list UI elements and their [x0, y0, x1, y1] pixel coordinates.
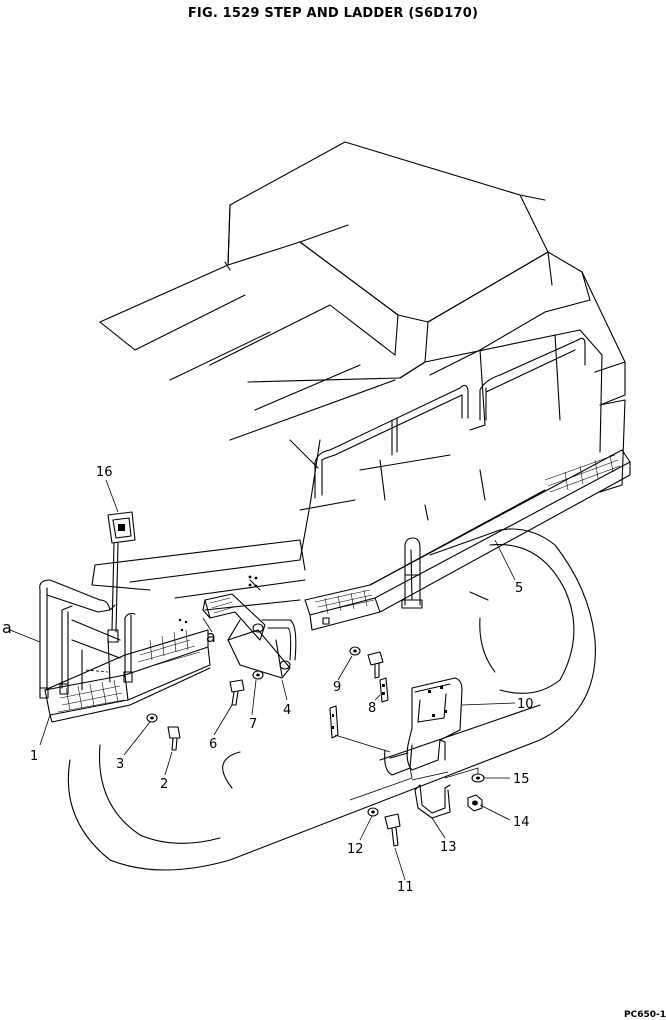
callout-12: 12 [347, 842, 364, 857]
callout-ref-a-right: a [206, 627, 216, 646]
callout-5: 5 [515, 581, 523, 596]
figure-title: FIG. 1529 STEP AND LADDER (S6D170) [187, 6, 479, 21]
callout-3: 3 [116, 757, 124, 772]
callout-1: 1 [30, 749, 38, 764]
part-8-bracket [329, 677, 389, 739]
callout-7: 7 [249, 717, 257, 732]
callout-4: 4 [283, 703, 291, 718]
part-1-left-step-ladder [39, 579, 211, 723]
part-5-right-step-ladder [304, 449, 631, 631]
fasteners [146, 646, 485, 847]
page-reference-code: PC650-1 [624, 1010, 666, 1020]
callout-16: 16 [96, 465, 113, 480]
crawler-track [67, 528, 596, 871]
callout-numbers: 16 a a 1 3 2 6 7 4 9 8 5 10 15 14 12 13 … [2, 465, 534, 895]
upper-handrail [314, 337, 586, 499]
callout-14: 14 [513, 815, 530, 830]
callout-2: 2 [160, 777, 168, 792]
part-16-mirror [107, 511, 136, 643]
callout-9: 9 [333, 680, 341, 695]
part-13-clip [414, 784, 451, 819]
callout-6: 6 [209, 737, 217, 752]
machine-body-outline [91, 141, 626, 632]
callout-8: 8 [368, 701, 376, 716]
callout-13: 13 [440, 840, 457, 855]
part-4-small-step [202, 593, 297, 679]
leader-lines [9, 479, 516, 881]
callout-ref-a-left: a [2, 618, 12, 637]
callout-10: 10 [517, 697, 534, 712]
callout-11: 11 [397, 880, 414, 895]
callout-15: 15 [513, 772, 530, 787]
part-10-bracket [384, 677, 463, 776]
